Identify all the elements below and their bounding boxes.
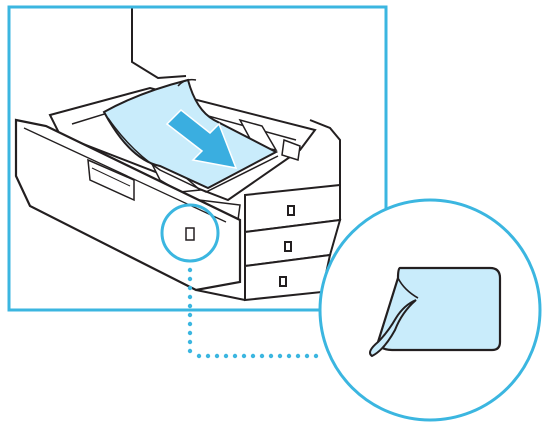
machine-body-edge bbox=[132, 7, 186, 78]
drawer-scene bbox=[16, 7, 340, 300]
paper-size-mark bbox=[186, 228, 194, 240]
